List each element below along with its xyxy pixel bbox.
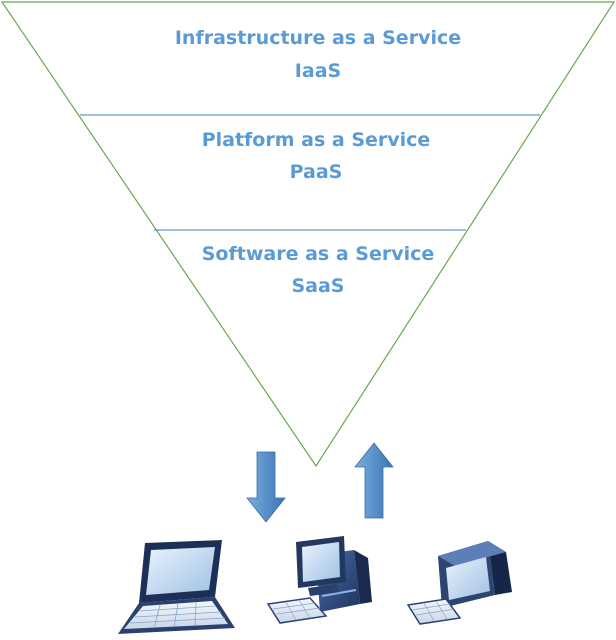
desktop-tower-icon (266, 536, 372, 624)
layer-title: Infrastructure as a Service (175, 27, 461, 49)
down-arrow-icon (246, 451, 286, 523)
layer-abbreviation: PaaS (290, 161, 343, 183)
layer-abbreviation: IaaS (295, 60, 341, 82)
up-arrow-icon (354, 442, 394, 519)
layer-title: Software as a Service (202, 243, 435, 265)
laptop-icon (118, 540, 235, 634)
service-triangle (0, 1, 616, 468)
layer-paas: Platform as a Service PaaS (202, 129, 431, 183)
layer-saas: Software as a Service SaaS (202, 243, 435, 297)
server-terminal-icon (406, 541, 512, 625)
layer-iaas: Infrastructure as a Service IaaS (175, 27, 461, 82)
layer-title: Platform as a Service (202, 129, 431, 151)
layer-abbreviation: SaaS (291, 275, 344, 297)
